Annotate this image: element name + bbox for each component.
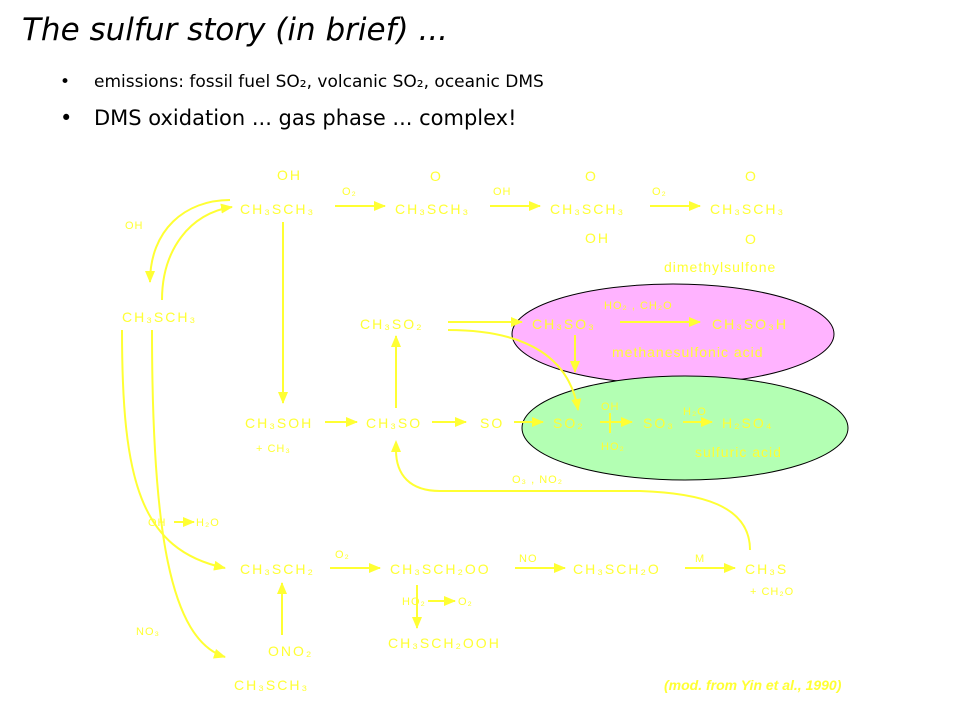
species-ch3sch2: CH₃SCH₂ xyxy=(240,561,315,577)
species-adduct-oh: OH xyxy=(277,167,302,183)
reagent-o3-no2: O₃ , NO₂ xyxy=(512,474,563,486)
reagent-o2-1: O₂ xyxy=(342,186,357,198)
species-ch3sch2oo: CH₃SCH₂OO xyxy=(390,561,491,577)
bullet-text: DMS oxidation ... gas phase ... complex! xyxy=(94,106,517,130)
reagent-so2-oh: OH xyxy=(601,401,620,413)
species-ch3so: CH₃SO xyxy=(366,415,422,431)
species-ch3soh: CH₃SOH xyxy=(245,415,313,431)
reagent-h2o-abstraction: H₂O xyxy=(196,517,220,529)
species-ch3s: CH₃S xyxy=(745,561,788,577)
label-sulfuric-acid: sulfuric acid xyxy=(695,444,782,460)
species-ch3so3: CH₃SO₃ xyxy=(532,316,596,332)
species-dmso2-intermediate: CH₃SCH₃ xyxy=(550,201,625,217)
species-ch3s-coproduct: + CH₂O xyxy=(750,586,794,598)
species-adduct: CH₃SCH₃ xyxy=(240,201,315,217)
species-ch3sch2ooh: CH₃SCH₂OOH xyxy=(388,635,501,651)
species-ch3so2: CH₃SO₂ xyxy=(360,316,424,332)
species-so: SO xyxy=(480,415,504,431)
page-title: The sulfur story (in brief) ... xyxy=(22,12,449,48)
species-dmso2-intermediate-oh: OH xyxy=(585,230,610,246)
reagent-oh-top: OH xyxy=(493,186,512,198)
reagent-ho2-ch2o: HO₂ , CH₂O xyxy=(604,300,673,312)
species-dms: CH₃SCH₃ xyxy=(122,309,197,325)
reagent-ho2: HO₂ xyxy=(402,596,426,608)
reagent-no: NO xyxy=(519,553,538,565)
species-dmso-o: O xyxy=(430,168,443,184)
species-ono2: ONO₂ xyxy=(268,643,313,659)
bullet-text: emissions: fossil fuel SO₂, volcanic SO₂… xyxy=(94,72,544,92)
species-dmso2-o-top: O xyxy=(745,168,758,184)
species-so3: SO₃ xyxy=(643,415,675,431)
species-h2so4: H₂SO₄ xyxy=(722,415,774,431)
reagent-h2o: H₂O xyxy=(683,406,707,418)
bullet-dot: • xyxy=(60,106,73,130)
reagent-o2-3: O₂ xyxy=(335,549,350,561)
reagent-o2-2: O₂ xyxy=(652,186,667,198)
species-msa: CH₃SO₃H xyxy=(712,316,788,332)
species-dms-nitrate: CH₃SCH₃ xyxy=(234,677,309,693)
species-dmso2: CH₃SCH₃ xyxy=(710,201,785,217)
label-dimethylsulfone: dimethylsulfone xyxy=(664,259,776,275)
reagent-so2-ho2: HO₂ xyxy=(601,441,625,453)
reagent-oh-abstraction: OH xyxy=(148,517,167,529)
species-dmso: CH₃SCH₃ xyxy=(395,201,470,217)
species-so2: SO₂ xyxy=(553,415,585,431)
reagent-o2-product: O₂ xyxy=(458,596,473,608)
species-ch3sch2o: CH₃SCH₂O xyxy=(573,561,661,577)
reagent-m: M xyxy=(695,553,705,565)
reagent-oh-addition: OH xyxy=(125,220,144,232)
sulfuric-acid-region xyxy=(521,375,849,481)
species-dmso2-intermediate-o: O xyxy=(585,168,598,184)
species-dmso2-o-bottom: O xyxy=(745,231,758,247)
source-credit: (mod. from Yin et al., 1990) xyxy=(664,677,842,693)
reagent-no3: NO₃ xyxy=(136,626,160,638)
species-ch3soh-coproduct: + CH₃ xyxy=(256,443,291,455)
label-methanesulfonic-acid: methanesulfonic acid xyxy=(612,344,764,360)
reaction-arrows xyxy=(121,199,751,659)
bullet-dot: • xyxy=(60,72,71,92)
